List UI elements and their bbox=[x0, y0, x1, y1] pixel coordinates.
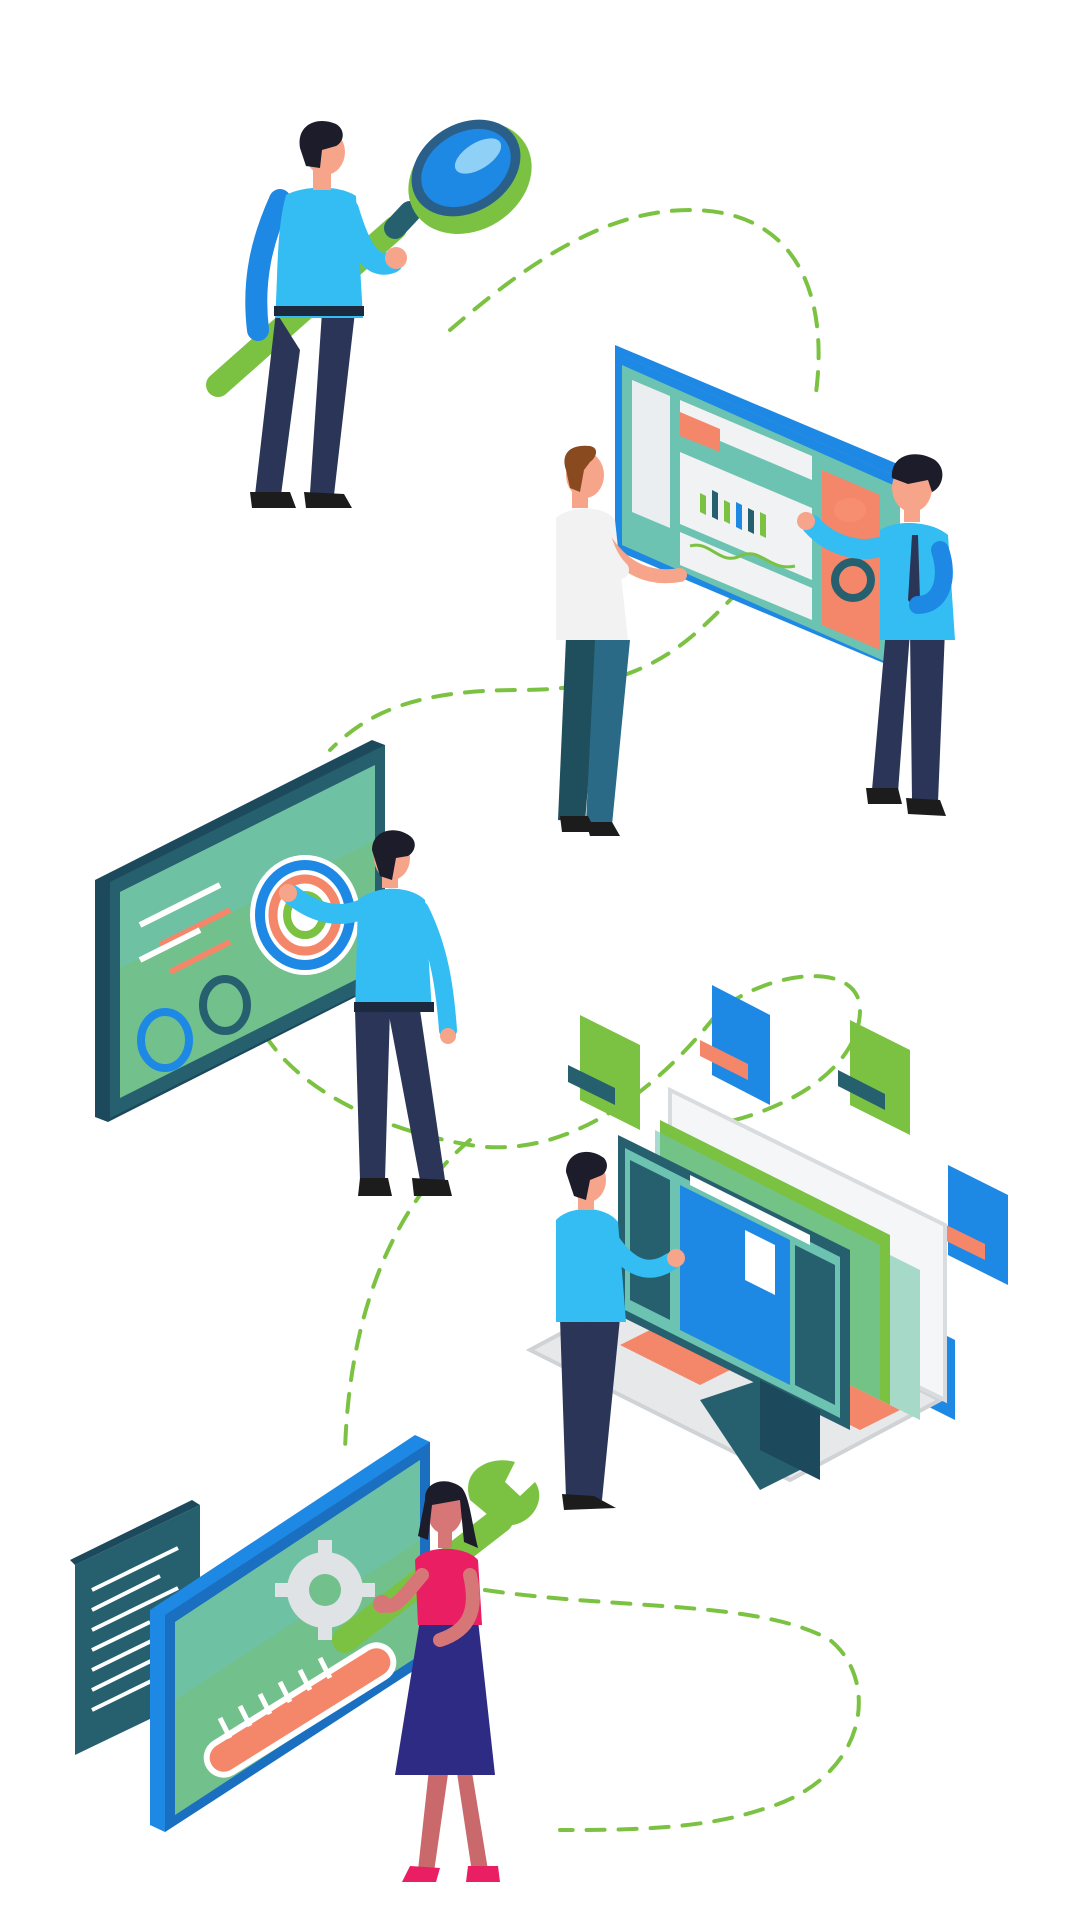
person-with-wrench bbox=[332, 1460, 540, 1882]
person-blue-shirt-tie bbox=[797, 454, 955, 816]
person-designer bbox=[556, 1151, 685, 1510]
target-screen bbox=[95, 740, 385, 1122]
person-white-shirt bbox=[556, 445, 687, 836]
person-pointing-target bbox=[279, 830, 457, 1196]
settings-screen bbox=[150, 1435, 430, 1832]
app-layout-stack bbox=[525, 1086, 947, 1490]
person-with-magnifier bbox=[206, 119, 532, 508]
dashboard-board bbox=[615, 345, 900, 670]
